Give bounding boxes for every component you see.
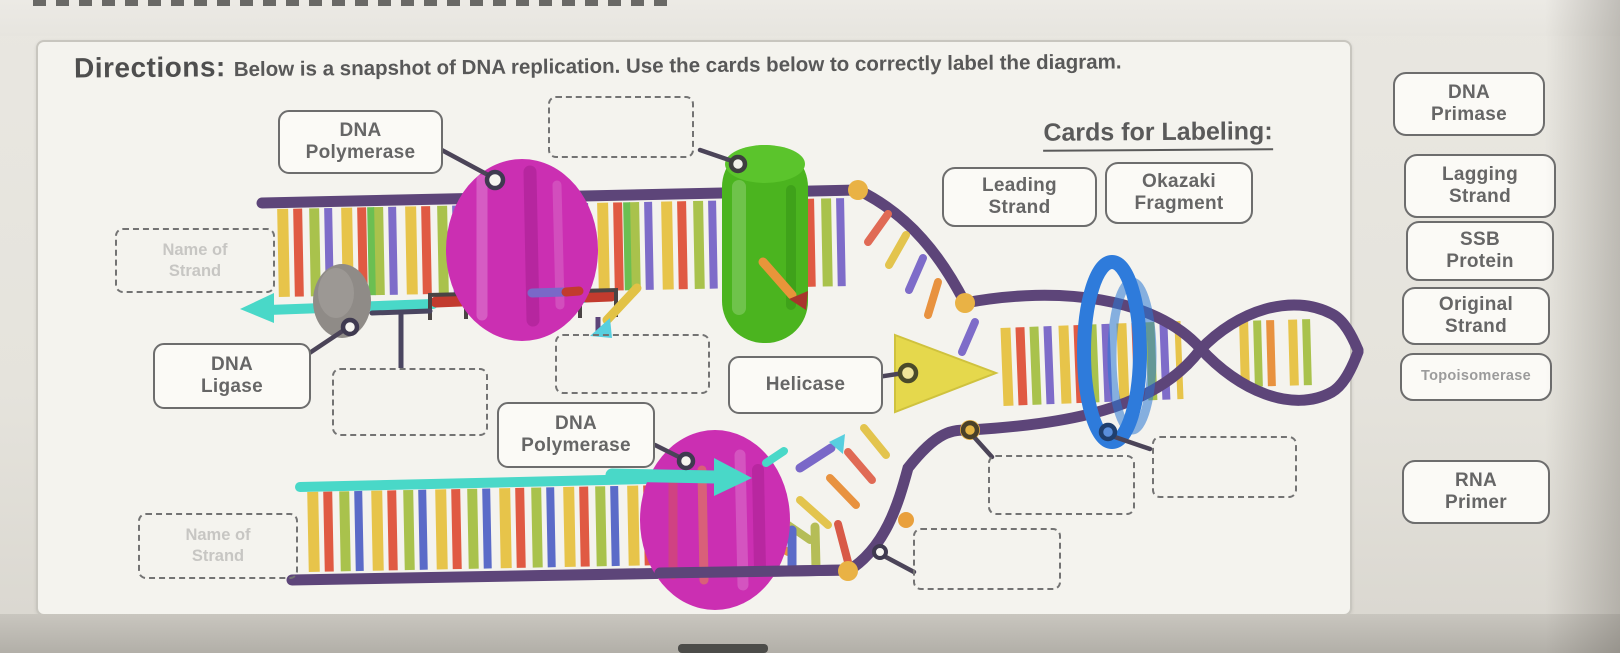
directions-text: Below is a snapshot of DNA replication. …	[233, 50, 1122, 82]
card-rna-primer[interactable]: RNA Primer	[1402, 460, 1550, 524]
card-dna-primase[interactable]: DNA Primase	[1393, 72, 1545, 136]
nucleotide-arrow	[789, 291, 808, 310]
slot-name-of-strand-bottom[interactable]: Name of Strand	[138, 513, 298, 579]
card-ssb-protein[interactable]: SSB Protein	[1406, 221, 1554, 281]
nucleotide-arrow	[590, 318, 612, 338]
label-dna-polymerase-bottom[interactable]: DNA Polymerase	[497, 402, 655, 468]
slot-leading-strand-segment[interactable]	[332, 368, 488, 436]
blue-ring-enzyme	[1077, 255, 1157, 449]
card-lagging-strand[interactable]: Lagging Strand	[1404, 154, 1556, 218]
slot-fork-lower[interactable]	[988, 455, 1135, 515]
ligase-enzyme	[313, 264, 371, 338]
taskbar-dash	[678, 644, 768, 653]
photo-edge-shadow	[1545, 0, 1620, 653]
unreplicated-double-helix	[959, 289, 1364, 436]
polymerase-top-enzyme	[446, 159, 642, 341]
slot-name-of-strand-top[interactable]: Name of Strand	[115, 228, 275, 293]
free-nucleotides	[762, 434, 845, 473]
replication-fork	[749, 184, 979, 577]
card-original-strand[interactable]: Original Strand	[1402, 287, 1550, 345]
leading-strand-arrow	[240, 293, 274, 323]
card-okazaki-fragment[interactable]: Okazaki Fragment	[1105, 162, 1253, 224]
label-dna-ligase[interactable]: DNA Ligase	[153, 343, 311, 409]
screen-bottom-strip	[0, 614, 1620, 653]
slot-bottom-strand[interactable]	[913, 528, 1061, 590]
slot-green-cylinder[interactable]	[548, 96, 694, 158]
ruler-ticks	[33, 0, 673, 6]
green-cylinder-enzyme	[722, 145, 808, 343]
label-helicase[interactable]: Helicase	[728, 356, 883, 414]
new-strand-arrow	[714, 458, 752, 496]
card-topoisomerase[interactable]: Topoisomerase	[1400, 353, 1552, 401]
screen-top-strip	[0, 0, 1620, 36]
directions-label: Directions:	[73, 51, 226, 84]
card-leading-strand[interactable]: Leading Strand	[942, 167, 1097, 227]
connector-anchors	[340, 154, 1118, 560]
slot-blue-ring[interactable]	[1152, 436, 1297, 498]
label-dna-polymerase-top[interactable]: DNA Polymerase	[278, 110, 443, 174]
card-bank-heading: Cards for Labeling:	[1008, 117, 1308, 152]
polymerase-bottom-enzyme	[605, 430, 854, 610]
slot-primer-segment[interactable]	[555, 334, 710, 394]
